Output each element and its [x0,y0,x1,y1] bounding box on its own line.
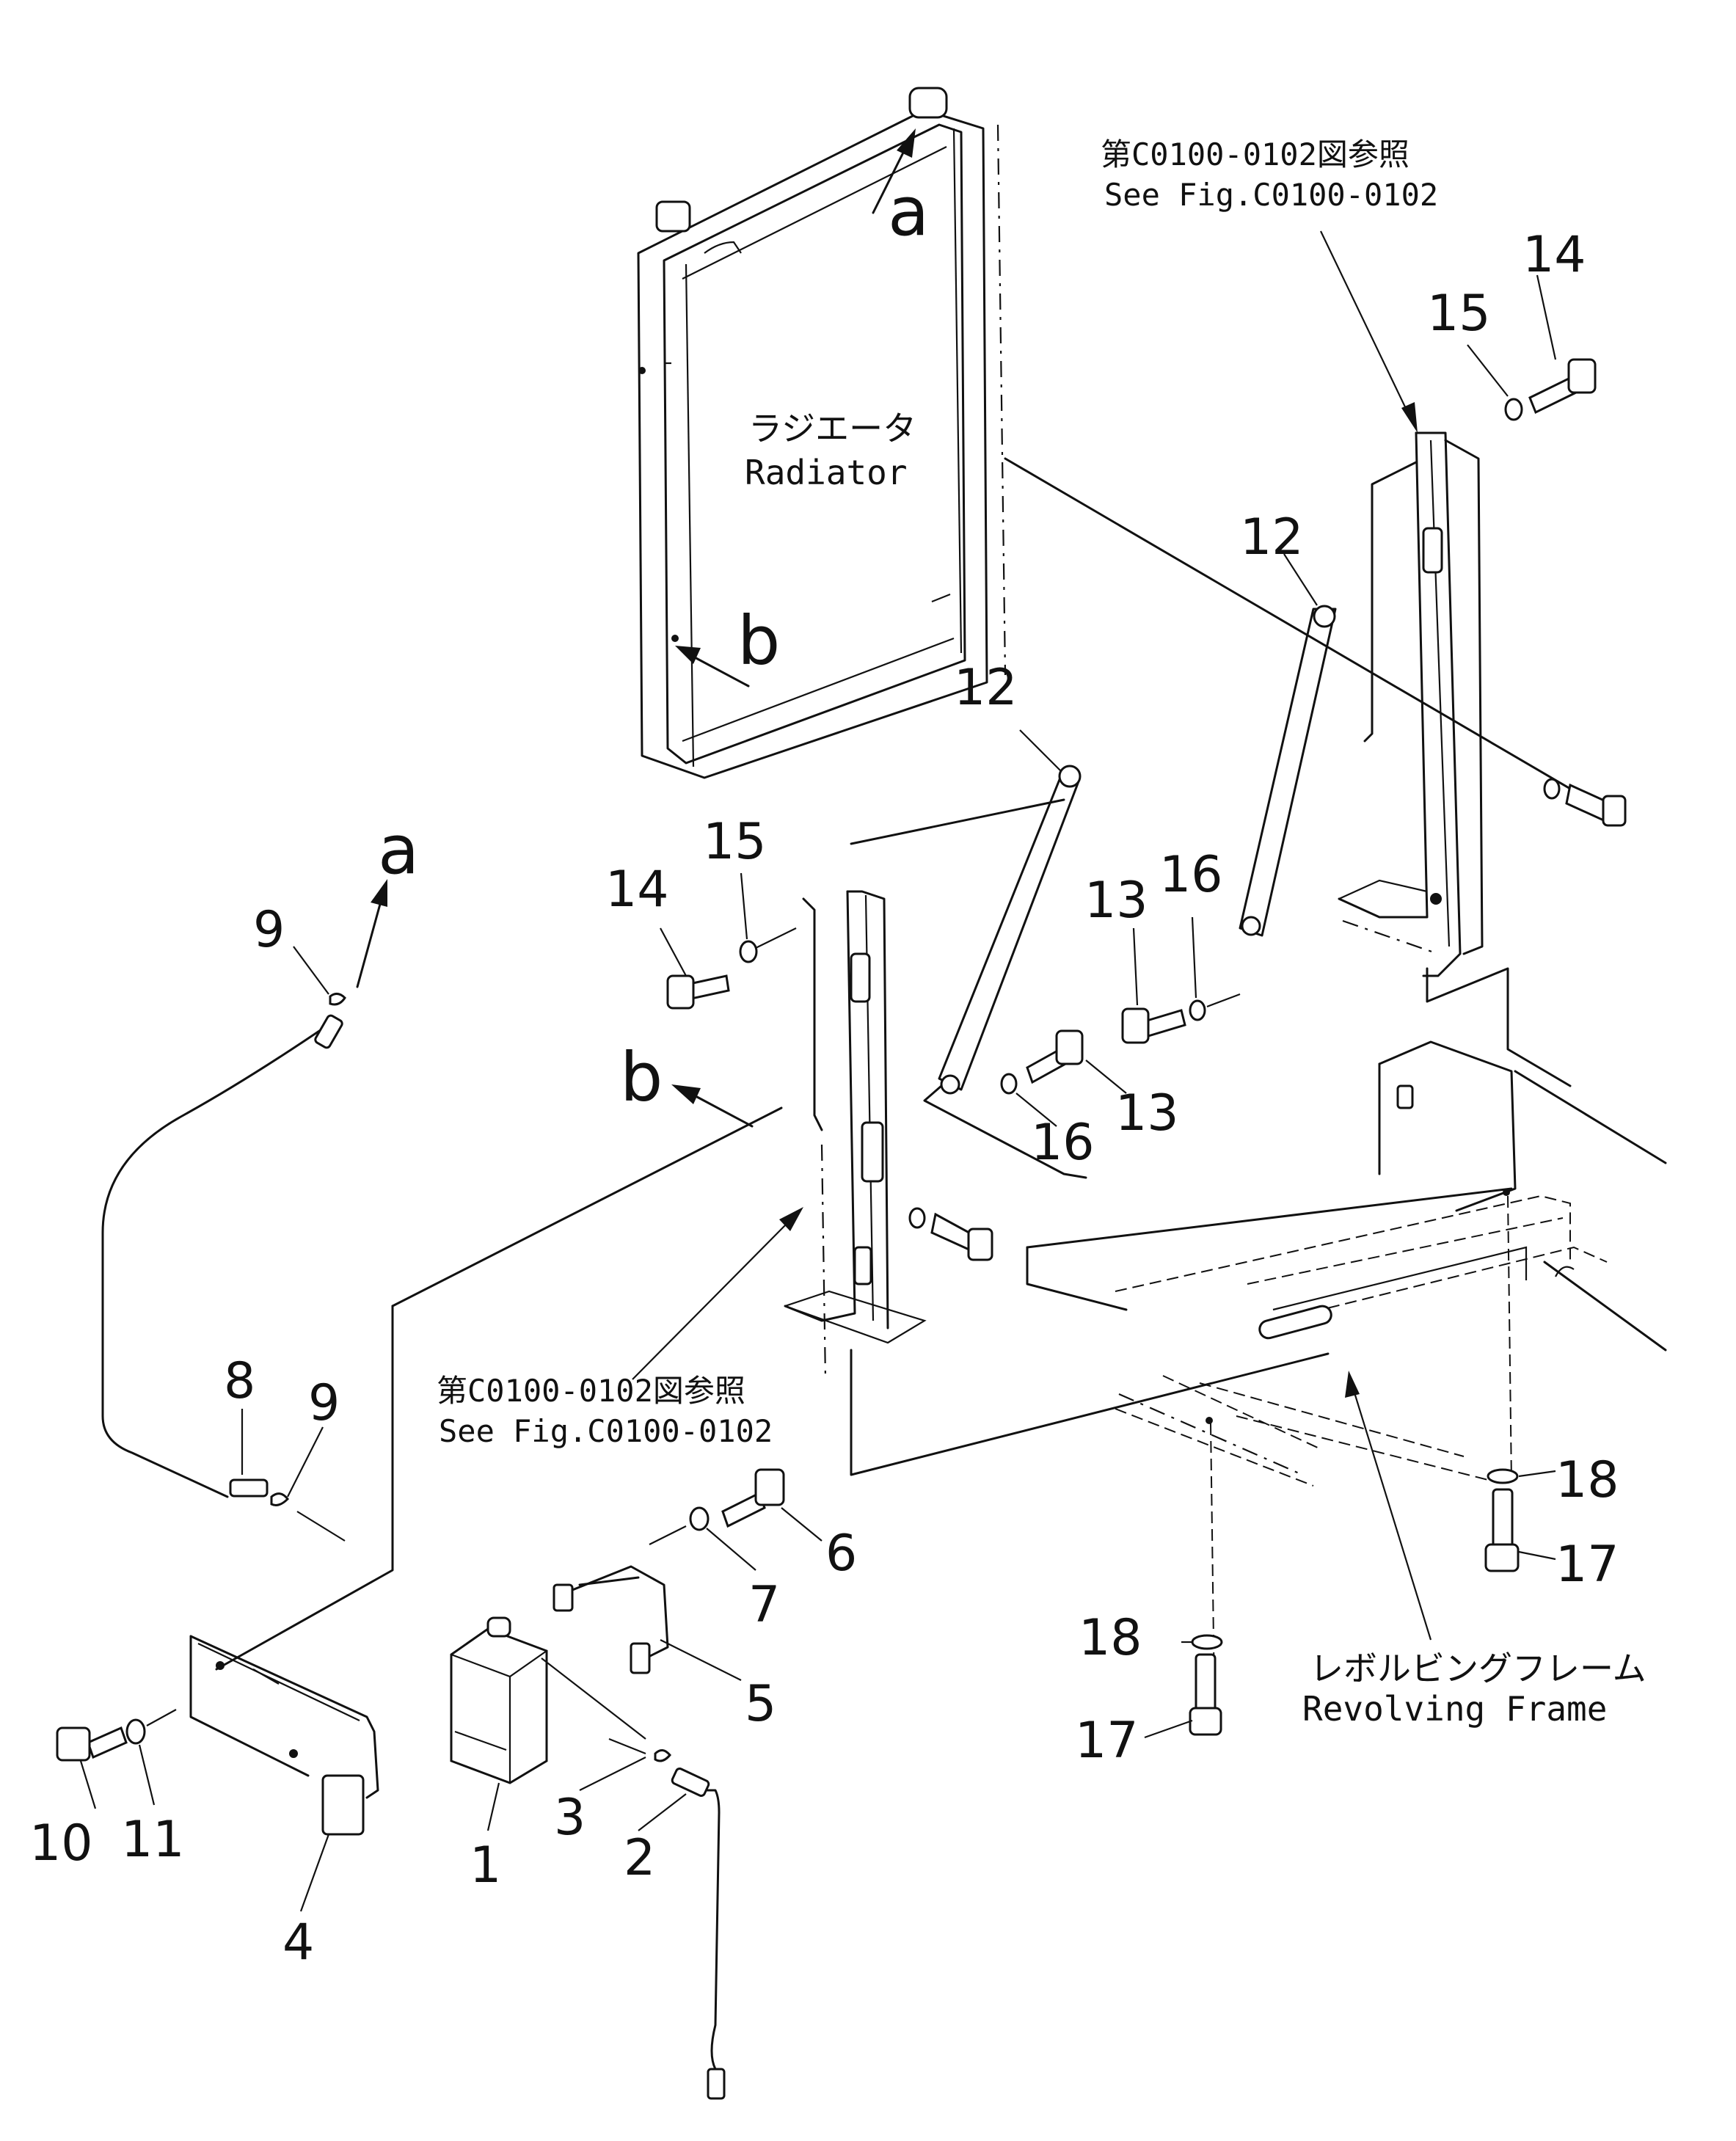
left-lower-bolt [908,1207,993,1261]
tank-bracket [189,1635,379,1836]
reference-top-jp: 第C0100-0102図参照 [1101,136,1409,172]
reserve-tank [450,1616,548,1784]
callout-1: 1 [470,1837,501,1894]
frame-label-en: Revolving Frame [1302,1689,1607,1729]
washer-18-right [1487,1468,1519,1484]
washer-16-upper [1189,999,1206,1021]
callout-2: 2 [624,1829,655,1887]
arrow-a-radiator [872,128,916,214]
callout-14-right: 14 [1522,226,1586,284]
callout-8: 8 [224,1352,255,1410]
reference-bottom-jp: 第C0100-0102図参照 [437,1373,745,1409]
washer-16-lower [1000,1073,1018,1095]
arrow-b-post [671,1084,754,1128]
callout-16-lower: 16 [1031,1114,1095,1172]
callout-15-right: 15 [1427,285,1491,343]
hose-upper [101,993,346,1542]
callout-10: 10 [29,1814,93,1872]
callout-18-left: 18 [1079,1609,1142,1667]
leader-lines [79,274,1557,1912]
frame-label-jp: レボルビングフレーム [1310,1649,1646,1688]
arrow-b-radiator [675,646,750,687]
right-lower-bolt [1543,778,1627,827]
connector-a-hose: a [378,811,419,889]
radiator-label-en: Radiator [745,453,908,492]
washer-18-left [1191,1634,1223,1650]
radiator-drawing [637,87,1007,779]
revolving-frame [1026,1040,1667,1696]
callout-17-right: 17 [1556,1536,1619,1594]
callout-9-upper: 9 [253,901,285,959]
callout-3: 3 [554,1789,586,1847]
radiator-label-jp: ラジエータ [748,409,916,448]
callout-13-lower: 13 [1115,1084,1179,1142]
left-stay [923,765,1087,1179]
washer-7 [689,1506,710,1531]
ref-arrow-bottom [632,1207,803,1380]
callout-17-left: 17 [1075,1712,1139,1770]
connector-b-post: b [620,1038,663,1117]
washer-11 [125,1718,146,1745]
callout-12-right: 12 [1240,508,1304,566]
reference-bottom-en: See Fig.C0100-0102 [439,1413,773,1449]
callout-12-left: 12 [954,659,1018,717]
callout-9-lower: 9 [308,1374,340,1432]
bolt-17-right [1484,1488,1520,1572]
callout-16-upper: 16 [1159,846,1223,904]
callout-4: 4 [282,1914,314,1972]
washer-15-right [1504,398,1523,421]
connector-a-radiator: a [888,172,929,251]
callout-6: 6 [825,1525,857,1583]
bolt-17-left [1189,1653,1222,1736]
right-support-post [1338,431,1572,1087]
frame-arrow [1345,1371,1432,1641]
washer-15-left [739,940,758,963]
callout-5: 5 [745,1675,776,1733]
reference-top-en: See Fig.C0100-0102 [1104,177,1438,213]
hose-overflow [541,1657,726,2100]
bolt-6 [721,1468,785,1528]
bolt-10 [56,1726,128,1762]
callout-15-left: 15 [703,813,767,871]
connector-b-radiator: b [737,602,780,680]
bolt-13-upper [1121,1007,1186,1044]
tank-band [552,1565,669,1674]
bolt-13-lower [1026,1029,1084,1084]
callout-7: 7 [748,1576,780,1634]
callout-14-left: 14 [605,861,669,919]
right-stay [1239,605,1337,937]
callout-11: 11 [121,1811,185,1869]
left-support-post [784,890,1330,1476]
bolt-14-right [1528,358,1597,415]
callout-18-right: 18 [1556,1451,1619,1509]
ref-arrow-top [1320,230,1418,433]
bolt-14-left [666,974,730,1010]
callout-13-upper: 13 [1084,872,1148,930]
arrow-a-hose [356,879,387,988]
